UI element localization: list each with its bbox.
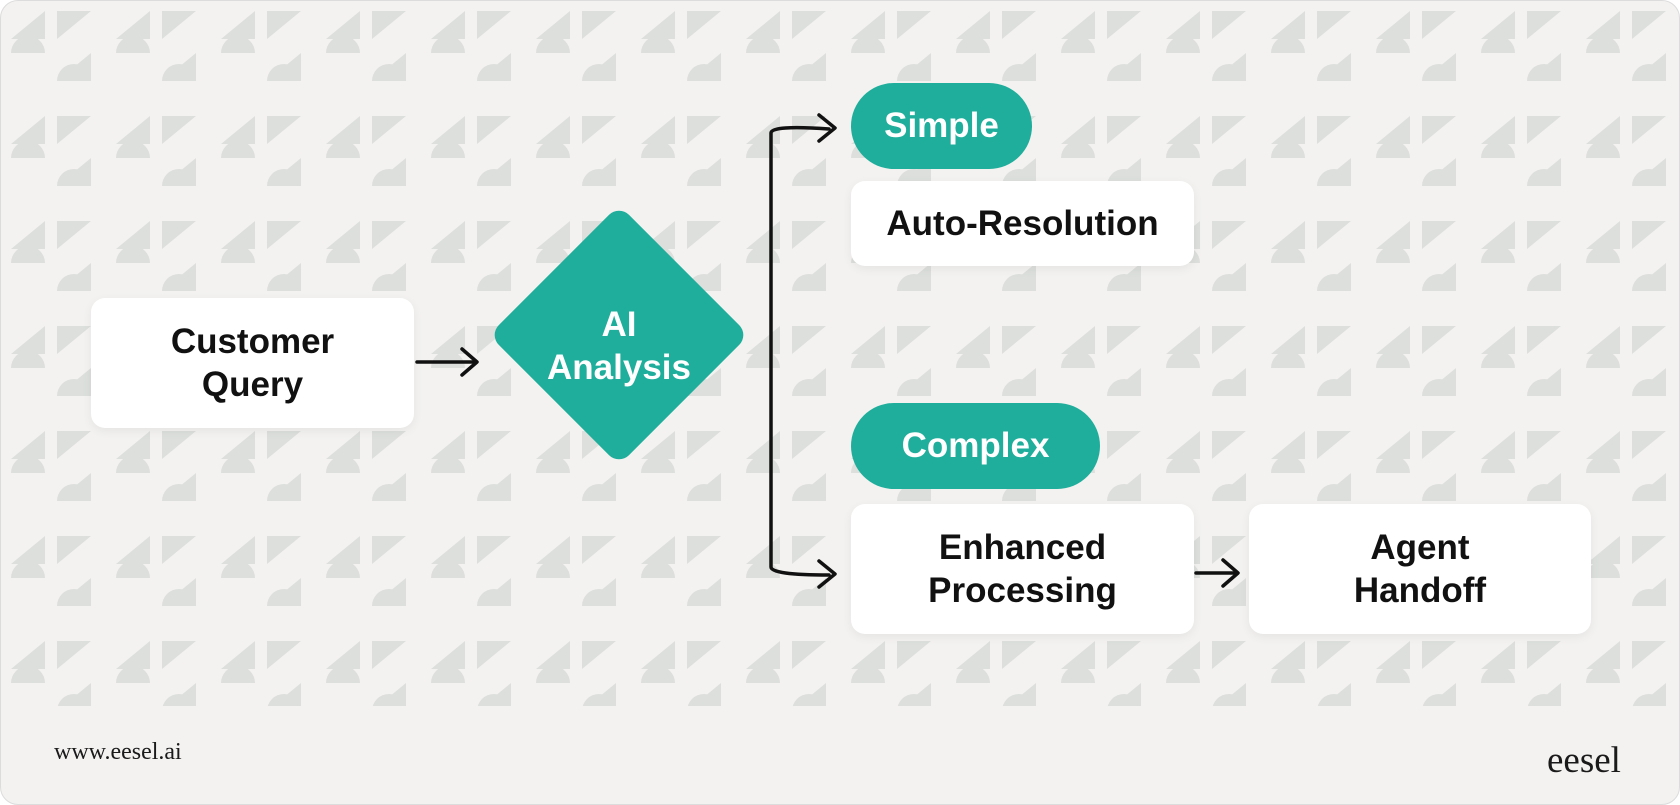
agent-handoff-node: Agent Handoff xyxy=(1249,504,1591,634)
eesel-logo: eesel xyxy=(1547,740,1621,781)
arrowhead-simple xyxy=(817,113,837,143)
auto-resolution-node: Auto-Resolution xyxy=(851,181,1194,266)
ai-analysis-line-1: AI xyxy=(601,305,637,344)
arrowhead-enhanced-to-handoff xyxy=(1221,558,1240,588)
agent-handoff-line-2: Handoff xyxy=(1353,571,1487,610)
simple-badge: Simple xyxy=(851,83,1032,169)
arrowhead-query-to-analysis xyxy=(460,347,479,377)
customer-query-node: Customer Query xyxy=(91,298,414,428)
customer-query-line-2: Query xyxy=(201,365,304,404)
enhanced-processing-node: Enhanced Processing xyxy=(851,504,1194,634)
ai-analysis-label: AI Analysis xyxy=(519,301,719,391)
branch-line xyxy=(769,125,831,577)
enhanced-processing-line-1: Enhanced xyxy=(938,528,1107,567)
website-url: www.eesel.ai xyxy=(54,739,182,765)
complex-badge: Complex xyxy=(851,403,1100,489)
agent-handoff-line-1: Agent xyxy=(1370,528,1470,567)
customer-query-line-1: Customer xyxy=(170,322,335,361)
enhanced-processing-line-2: Processing xyxy=(928,571,1117,610)
ai-analysis-line-2: Analysis xyxy=(547,348,691,387)
arrowhead-complex xyxy=(817,559,837,589)
